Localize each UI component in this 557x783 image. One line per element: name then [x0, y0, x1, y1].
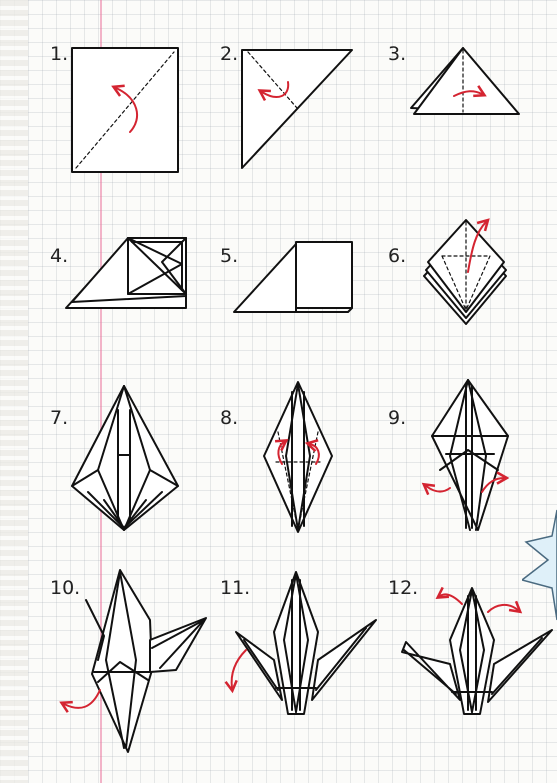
step-5-figure	[234, 242, 352, 312]
step-1-figure	[72, 48, 178, 172]
fold-arrow-icon	[64, 690, 100, 708]
step-2-figure	[242, 50, 352, 168]
step-number-4: 4.	[50, 245, 68, 267]
step-3-figure	[411, 48, 519, 114]
step-number-9: 9.	[388, 407, 406, 429]
step-number-6: 6.	[388, 245, 406, 267]
step-number-2: 2.	[220, 43, 238, 65]
fold-arrow-icon	[426, 486, 450, 492]
step-7-figure	[72, 386, 178, 530]
fold-arrow-icon	[232, 650, 246, 688]
step-4-figure	[66, 238, 186, 308]
starburst-sticker-icon	[522, 502, 557, 632]
step-number-7: 7.	[50, 407, 68, 429]
step-10-figure	[64, 570, 206, 752]
step-number-12: 12.	[388, 577, 418, 599]
step-11-figure	[232, 572, 376, 714]
step-number-1: 1.	[50, 43, 68, 65]
step-9-figure	[426, 380, 508, 530]
fold-arrow-icon	[440, 594, 462, 604]
step-number-10: 10.	[50, 577, 80, 599]
step-number-3: 3.	[388, 43, 406, 65]
fold-arrow-icon	[488, 605, 518, 612]
step-number-11: 11.	[220, 577, 250, 599]
step-6-figure	[424, 220, 506, 324]
step-8-figure	[264, 382, 332, 532]
step-number-5: 5.	[220, 245, 238, 267]
step-number-8: 8.	[220, 407, 238, 429]
